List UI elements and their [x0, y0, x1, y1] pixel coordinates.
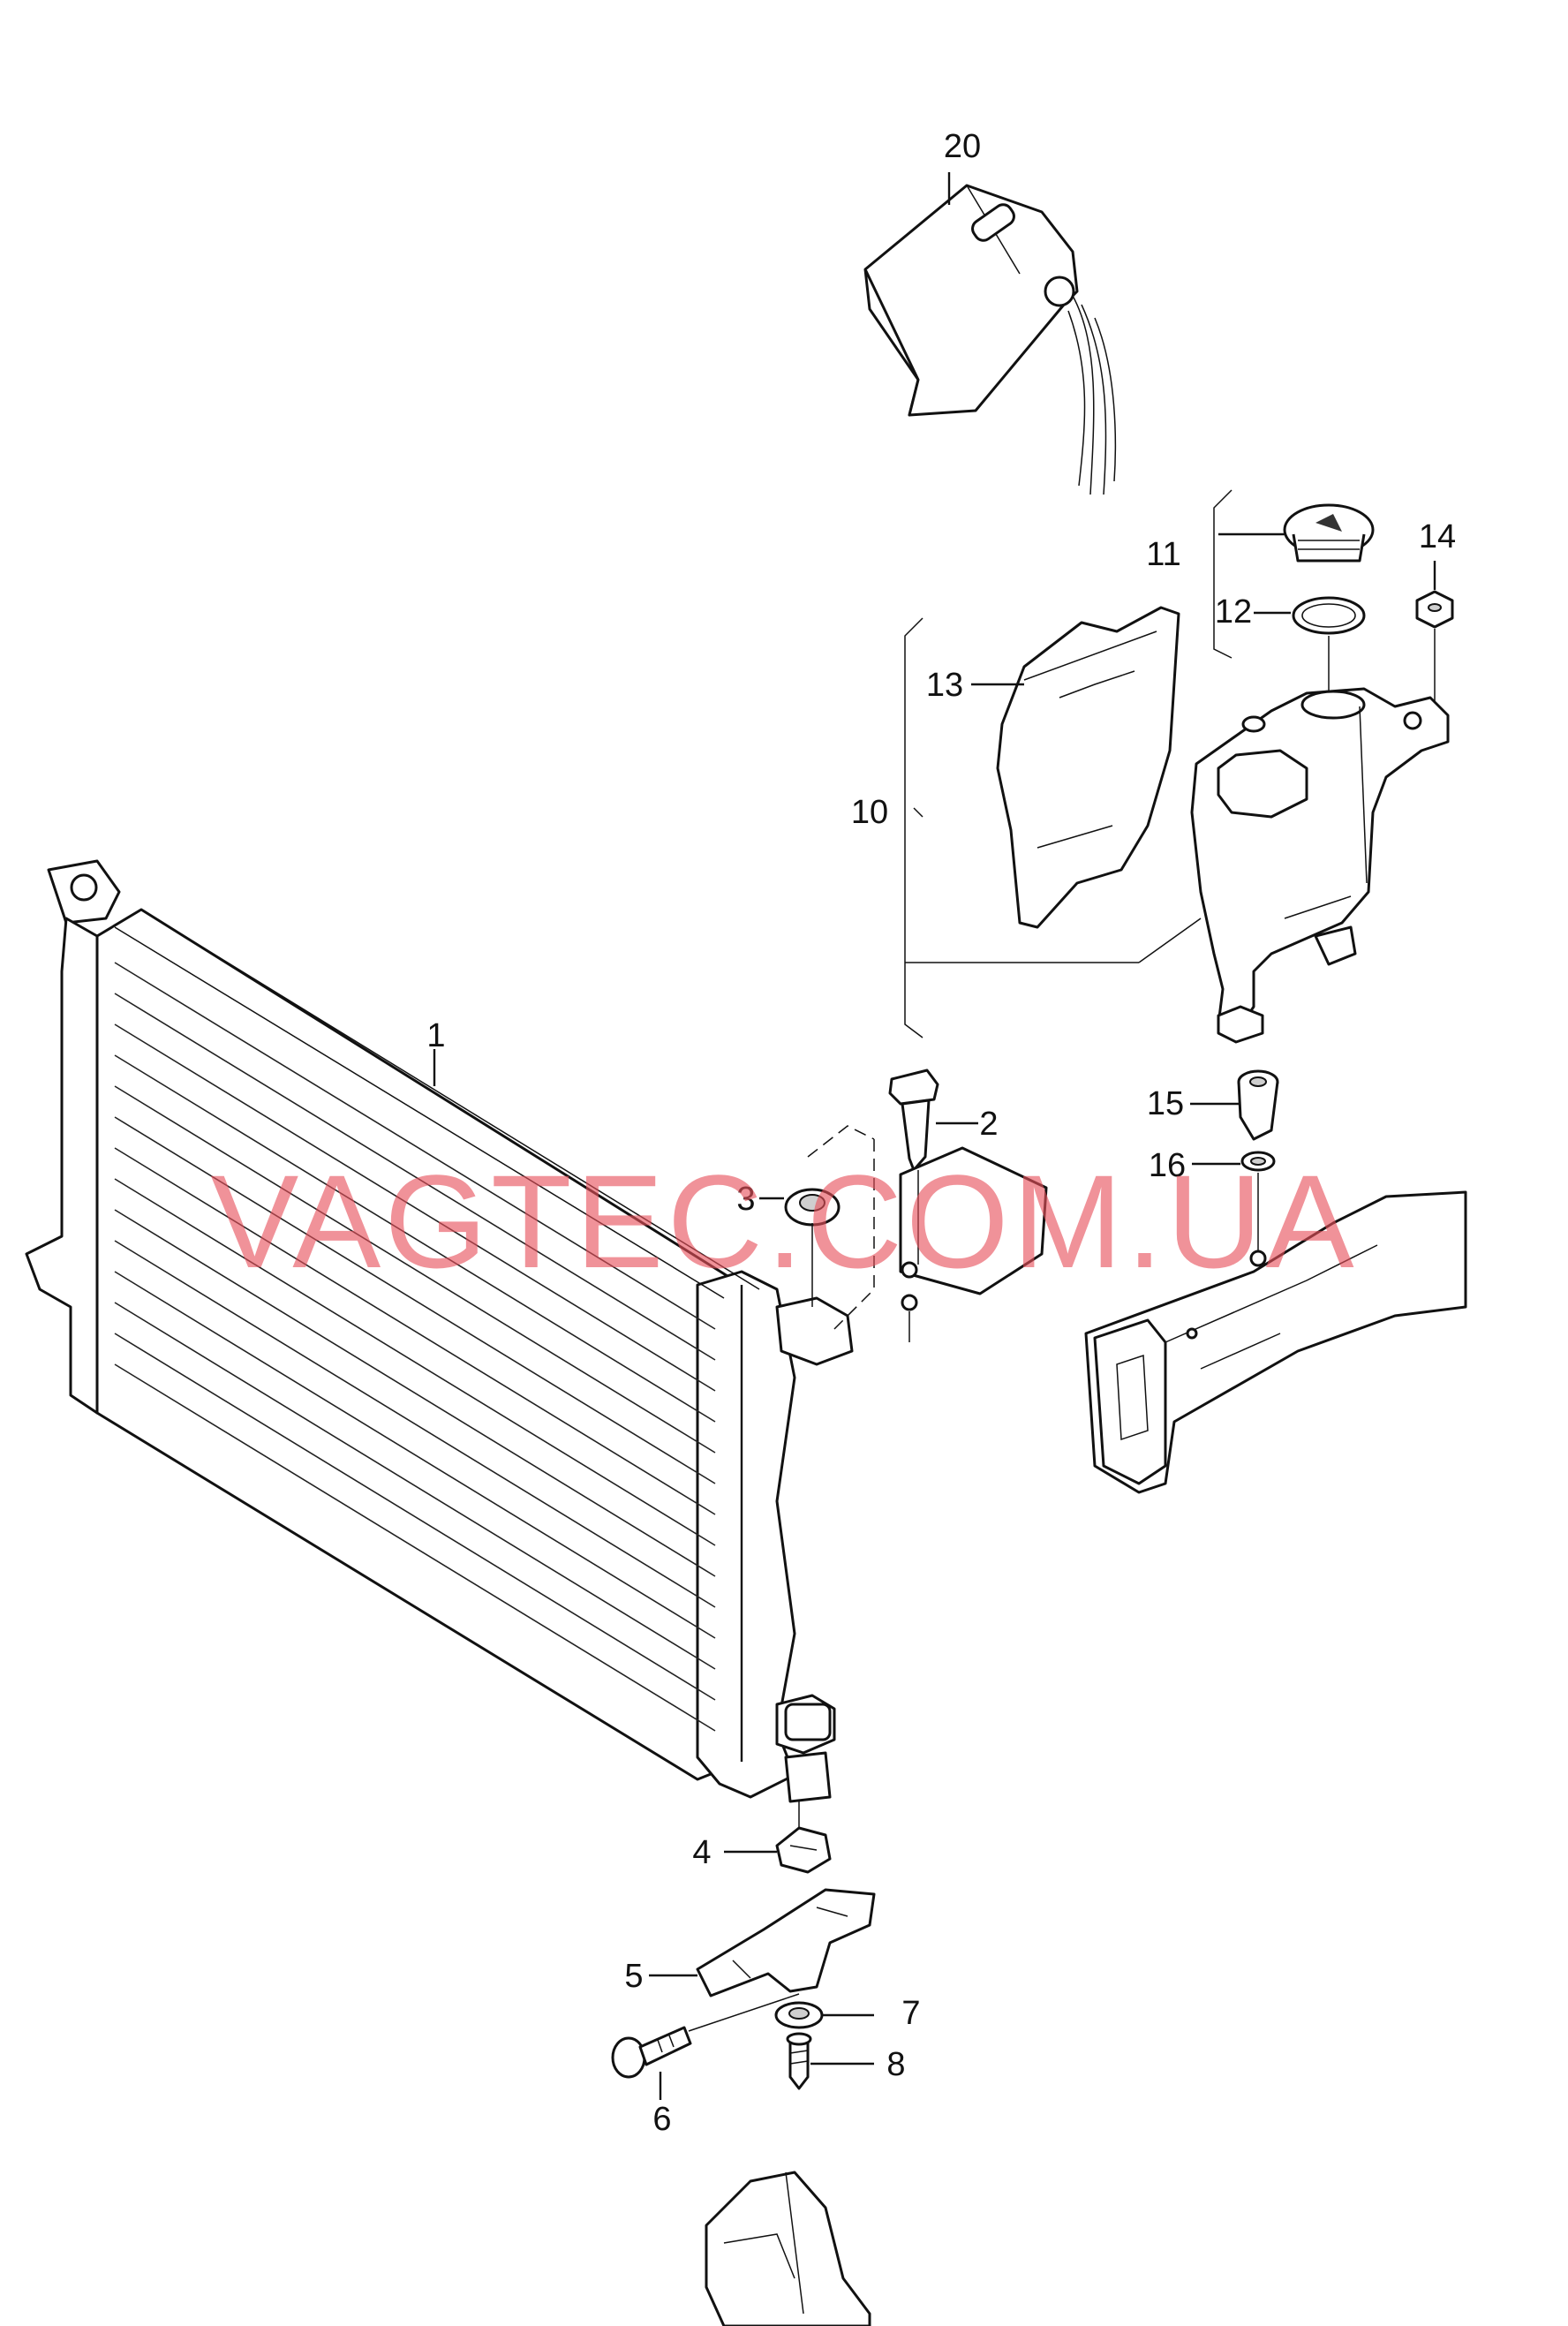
callout-5: 5 — [624, 1958, 643, 1995]
callout-10: 10 — [851, 794, 888, 831]
expansion-tank — [1190, 687, 1450, 1044]
callout-13: 13 — [926, 667, 963, 704]
filler-cap — [1283, 503, 1375, 563]
rubber-mount — [775, 1826, 832, 1874]
callout-15: 15 — [1147, 1085, 1184, 1122]
bolt-6 — [611, 2026, 692, 2079]
screw-8 — [786, 2032, 812, 2090]
callout-20: 20 — [944, 128, 981, 165]
small-washer — [1240, 1151, 1276, 1172]
callout-11: 11 — [1146, 536, 1180, 573]
hose-connector — [1237, 1069, 1279, 1141]
brace-11 — [1213, 489, 1233, 659]
guide-6 — [688, 1993, 800, 2032]
callout-16: 16 — [1149, 1147, 1186, 1184]
brace-10-tip — [913, 807, 923, 818]
washer — [774, 2001, 824, 2029]
callout-4: 4 — [692, 1834, 711, 1871]
callout-8: 8 — [886, 2046, 905, 2083]
mount-hole — [1249, 1250, 1267, 1267]
heat-shield — [996, 606, 1180, 929]
lower-bracket — [696, 1888, 876, 1997]
radiator-core-fins — [114, 962, 716, 1732]
body-panel — [705, 2171, 871, 2326]
chassis-rail — [1084, 1190, 1467, 1494]
callout-12: 12 — [1215, 593, 1252, 631]
guide-10b — [1138, 918, 1202, 963]
callout-6: 6 — [652, 2101, 671, 2138]
callout-2: 2 — [979, 1106, 998, 1143]
pin — [888, 1069, 939, 1172]
brace-10 — [904, 617, 923, 1038]
radiator — [25, 859, 854, 1803]
dashed-guide-3 — [807, 1125, 875, 1330]
callout-1: 1 — [426, 1017, 445, 1054]
callout-3: 3 — [736, 1181, 755, 1218]
callout-14: 14 — [1419, 518, 1456, 555]
coolant-canister — [863, 184, 1117, 495]
o-ring — [1292, 596, 1366, 635]
watermark: VAGTEC.COM.UA — [210, 1147, 1357, 1295]
nut — [1415, 590, 1454, 629]
callout-7: 7 — [901, 1995, 920, 2032]
bracket — [899, 1146, 1048, 1342]
